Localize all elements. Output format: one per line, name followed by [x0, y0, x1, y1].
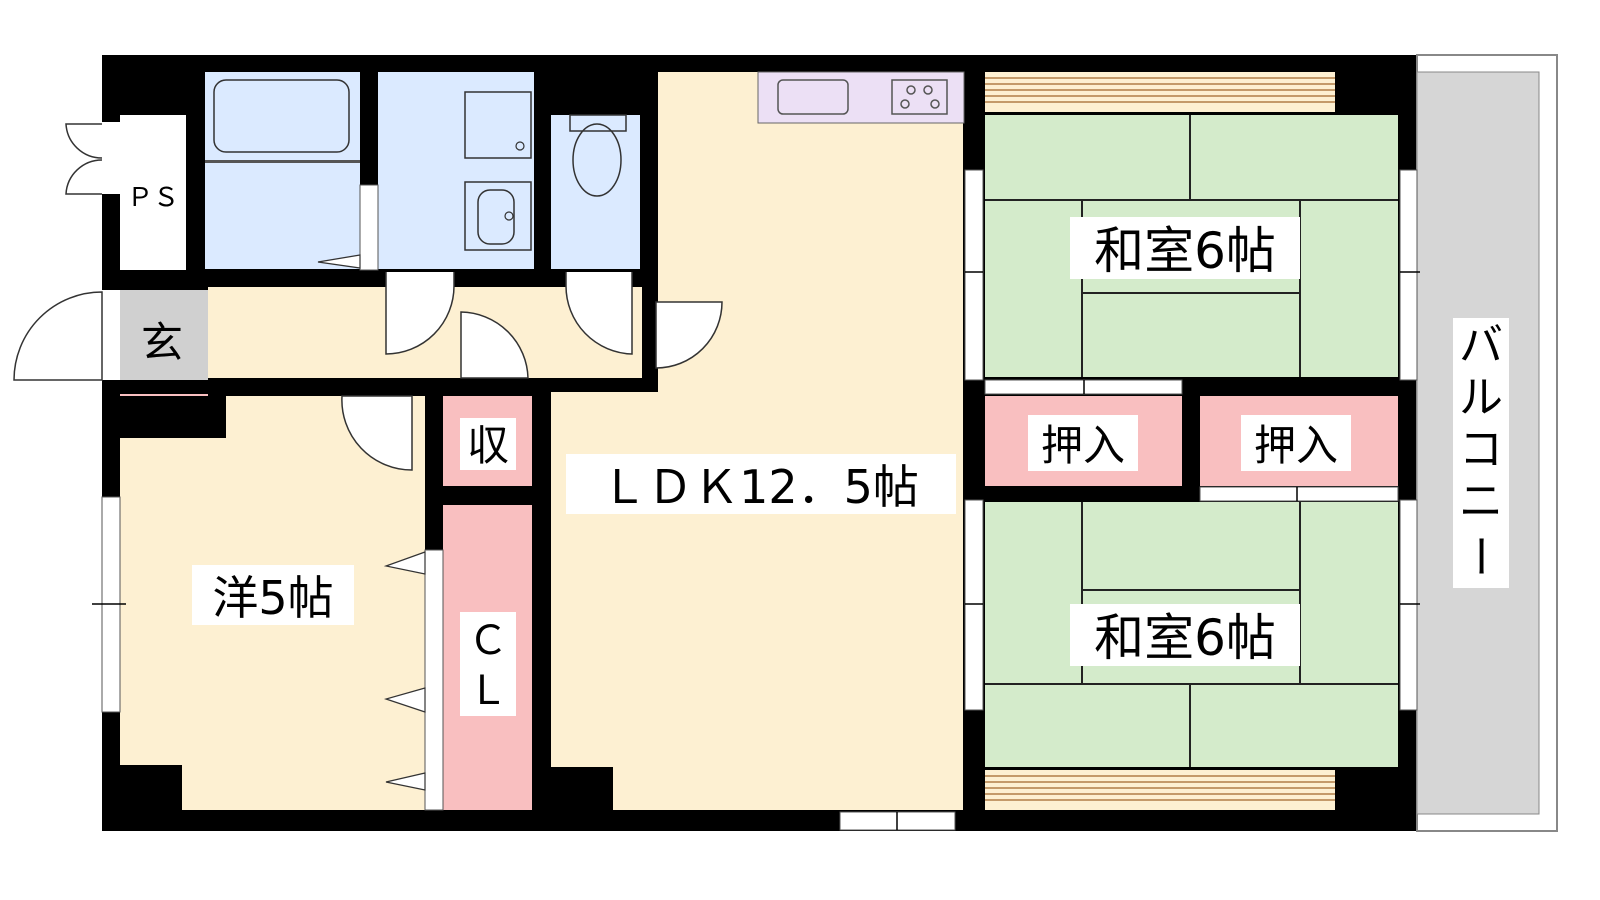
bath-door — [359, 184, 379, 271]
genkan-floor — [120, 290, 208, 380]
shu-label: 収 — [467, 421, 509, 470]
vanity-basin — [477, 189, 515, 245]
yo-label: 洋5帖 — [212, 571, 333, 625]
vanity-tap — [504, 211, 514, 221]
burner-2 — [923, 85, 933, 95]
washing-machine — [464, 91, 532, 159]
vanity — [464, 181, 532, 251]
tatami-seams — [985, 115, 1398, 767]
washitsu-top-label-bg — [1070, 217, 1300, 279]
burner-1 — [906, 85, 916, 95]
toilet-bowl — [572, 123, 622, 197]
oshiire-right-label: 押入 — [1254, 421, 1338, 470]
balcony-char-5: ー — [1454, 534, 1505, 578]
balcony-char-1: バ — [1459, 320, 1503, 371]
bathroom — [205, 72, 360, 269]
oshiire-left-label: 押入 — [1041, 421, 1125, 470]
washitsu-bottom-label-bg — [1070, 604, 1300, 666]
sliding-door-bottom — [1199, 486, 1399, 502]
ps-label: ＰＳ — [127, 183, 179, 213]
bath-door-swing — [317, 254, 361, 269]
toilet-tank — [569, 114, 627, 132]
stove — [891, 79, 948, 115]
top-strip-lines — [985, 77, 1335, 103]
ps-doors — [65, 122, 120, 195]
washitsu-bottom-label: 和室6帖 — [1094, 609, 1276, 667]
window-marks — [92, 271, 1420, 830]
balcony-char-3: コ — [1459, 424, 1503, 475]
washer-drain — [515, 141, 525, 151]
toilet — [551, 115, 640, 269]
sink — [777, 79, 849, 115]
oshiire-right-label-bg — [1241, 415, 1351, 471]
cl-label-c: Ｃ — [468, 618, 508, 664]
oshiire-left-label-bg — [1028, 415, 1138, 471]
burner-4 — [930, 99, 940, 109]
balcony-label-bg — [1453, 318, 1509, 588]
washroom — [378, 72, 534, 269]
cl-label-bg — [460, 612, 516, 716]
cl-label-l: Ｌ — [468, 668, 508, 714]
genkan-label: 玄 — [141, 318, 183, 367]
ldk-corner — [551, 767, 613, 810]
balcony-floor — [1416, 71, 1540, 815]
balcony-char-2: ル — [1459, 372, 1503, 423]
yo-label-bg — [192, 565, 354, 625]
shoebox-label: ＳＢ — [140, 398, 184, 423]
western-room-corner — [120, 765, 182, 810]
closet-door-arrows — [383, 551, 426, 791]
entrance-door — [13, 290, 120, 381]
balcony-char-4: ニ — [1459, 476, 1503, 527]
burner-3 — [900, 99, 910, 109]
washitsu-top-label: 和室6帖 — [1094, 222, 1276, 280]
bath-wash-area — [205, 160, 360, 163]
ldk-label: ＬＤＫ12．5帖 — [601, 460, 919, 514]
western-room-notch — [120, 396, 226, 438]
bathtub — [213, 79, 350, 153]
ps-label-bg — [122, 182, 184, 212]
interior-doors — [341, 272, 723, 471]
ldk-label-bg — [566, 454, 956, 514]
shu-label-bg — [460, 418, 516, 470]
closet-door-track — [424, 549, 444, 811]
bottom-strip-lines — [985, 775, 1335, 801]
